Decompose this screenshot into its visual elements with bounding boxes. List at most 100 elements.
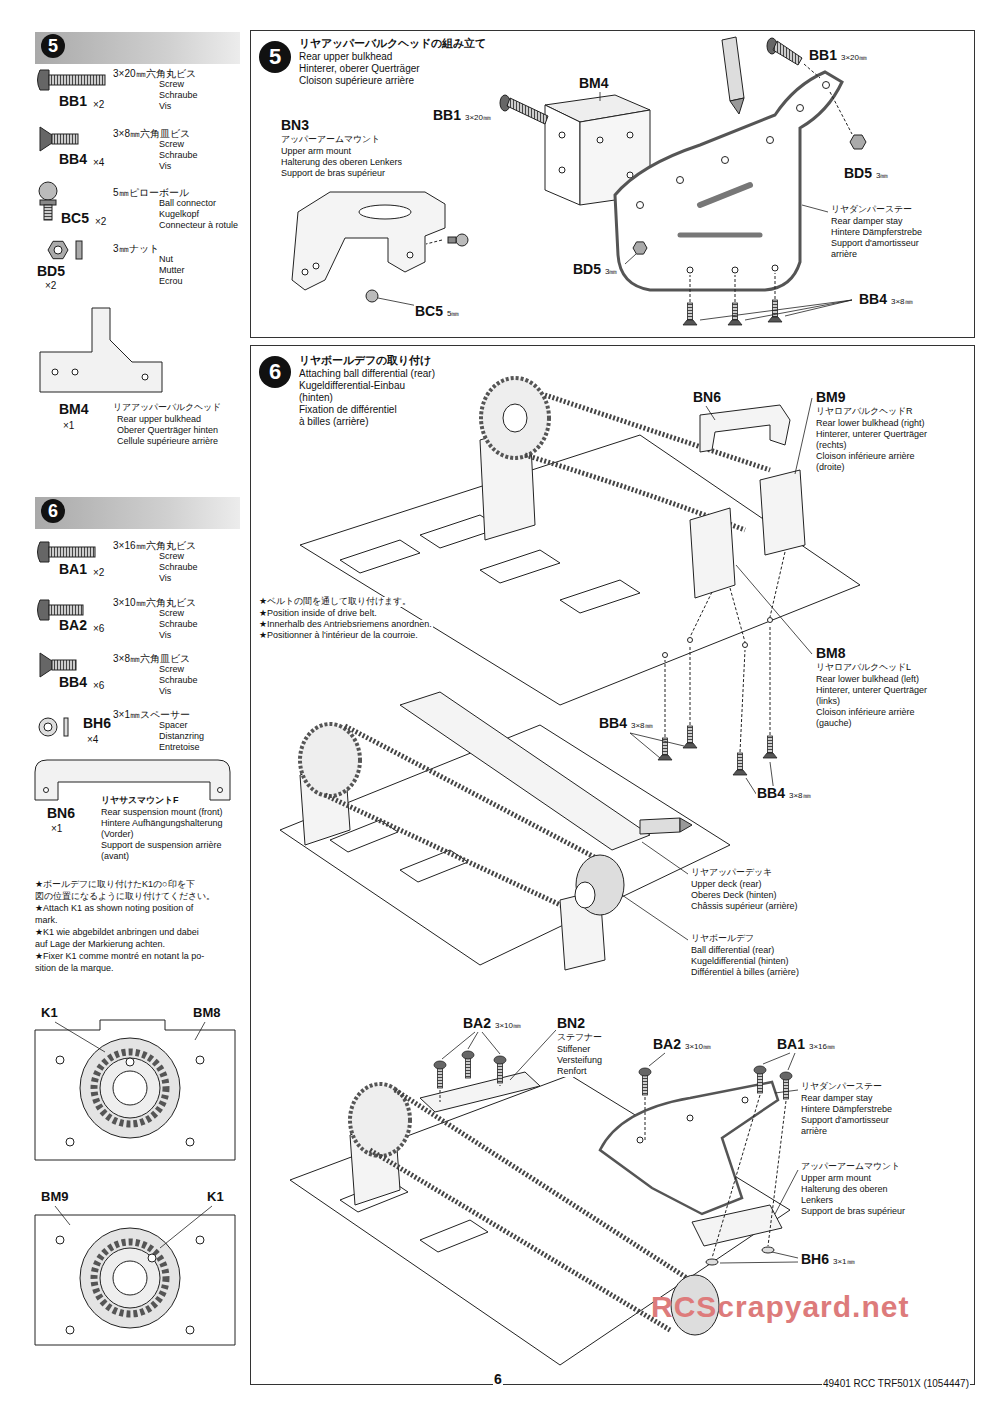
part-code: BN2 — [556, 1016, 586, 1031]
part-label: Hintere Dämpferstrebe — [800, 1105, 893, 1115]
leader-line — [775, 1090, 798, 1093]
part-label: 3×20㎜ — [840, 54, 868, 63]
part-label: リヤボールデフ — [690, 934, 755, 944]
part-label: ×1 — [62, 420, 75, 431]
part-code: 6 — [493, 1372, 503, 1387]
leader-line — [642, 842, 688, 874]
part-label: Oberes Deck (hinten) — [690, 891, 778, 901]
part-label: Schraube — [158, 563, 199, 573]
part-code: BB1 — [432, 108, 462, 123]
part-code: BB1 — [58, 94, 88, 109]
part-label: Mutter — [158, 266, 186, 276]
part-code: リヤサスマウントF — [100, 796, 180, 806]
part-label: 3×16㎜ — [808, 1043, 836, 1052]
part-label: Cellule supérieure arrière — [116, 437, 219, 447]
part-label: arrière — [830, 250, 858, 260]
leader-line — [468, 1032, 478, 1049]
part-label: Différentiel à billes (arrière) — [690, 968, 800, 978]
part-code: BA1 — [776, 1037, 806, 1052]
part-label: ★Fixer K1 comme montré en notant la po- — [34, 952, 205, 962]
leader-line — [788, 1053, 795, 1070]
part-label: Halterung des oberen — [800, 1185, 889, 1195]
part-code: BB4 — [598, 716, 628, 731]
part-code: K1 — [206, 1190, 225, 1204]
part-label: Screw — [158, 80, 185, 90]
part-label: ×2 — [92, 99, 105, 110]
part-label: Cloison inférieure arrière — [815, 452, 916, 462]
part-code: BB4 — [58, 675, 88, 690]
leader-line — [482, 1032, 500, 1054]
leader-line — [630, 733, 684, 746]
step-heading: リヤボールデフの取り付け — [299, 354, 431, 366]
part-code: BA1 — [58, 562, 88, 577]
step-heading: Fixation de différentiel — [299, 404, 397, 415]
watermark: RCScrapyard.net — [650, 1290, 910, 1323]
part-code: BA2 — [652, 1037, 682, 1052]
part-label: ×2 — [94, 216, 107, 227]
part-label: Schraube — [158, 676, 199, 686]
part-label: 3×8㎜ — [630, 722, 654, 731]
part-label: Support d'amortisseur — [830, 239, 920, 249]
part-label: 49401 RCC TRF501X (1054447) — [822, 1378, 970, 1389]
part-label: リアアッパーバルクヘッド — [112, 403, 222, 413]
part-label: 3㎜ — [604, 268, 618, 277]
part-code: K1 — [40, 1006, 59, 1020]
part-label: 3×10㎜ — [494, 1022, 522, 1031]
part-code: BD5 — [843, 166, 873, 181]
part-label: sition de la marque. — [34, 964, 115, 974]
part-label: ★ボールデフに取り付けたK1の○印を下 — [34, 880, 196, 890]
part-label: Vis — [158, 687, 172, 697]
part-label: Schraube — [158, 91, 199, 101]
part-label: (rechts) — [815, 441, 848, 451]
part-code: BC5 — [60, 211, 90, 226]
part-code: BM8 — [192, 1006, 221, 1020]
part-label: ×4 — [92, 157, 105, 168]
part-code: BM8 — [815, 646, 847, 661]
leader-line — [649, 1053, 665, 1066]
part-label: Hinterer, unterer Querträger — [815, 686, 928, 696]
part-code: BA2 — [58, 618, 88, 633]
part-label: 5㎜ — [446, 310, 460, 319]
part-label: Châssis supérieur (arrière) — [690, 902, 799, 912]
part-label: arrière — [800, 1127, 828, 1137]
part-code: BN3 — [280, 118, 310, 133]
leader-line — [378, 298, 418, 306]
part-label: Cloison inférieure arrière — [815, 708, 916, 718]
part-label: Vis — [158, 631, 172, 641]
step-heading: Rear upper bulkhead — [299, 51, 392, 62]
part-label: 3×8㎜ — [890, 298, 914, 307]
part-label: ×4 — [86, 734, 99, 745]
part-label: Vis — [158, 102, 172, 112]
leader-line — [795, 398, 812, 474]
part-label: Entretoise — [158, 743, 201, 753]
leader-line — [55, 1022, 105, 1052]
step-header-band: 6 — [35, 497, 240, 529]
part-label: Renfort — [556, 1067, 588, 1077]
part-label: ステフナー — [556, 1033, 603, 1043]
leader-line — [785, 300, 852, 316]
part-label: 3×8㎜ — [788, 792, 812, 801]
part-label: Ball differential (rear) — [690, 946, 775, 956]
part-label: Oberer Querträger hinten — [116, 426, 219, 436]
part-label: ★ベルトの間を通して取り付けます。 — [258, 597, 412, 607]
part-label: (droite) — [815, 463, 846, 473]
part-label: Spacer — [158, 721, 189, 731]
part-label: ★Position inside of drive belt. — [258, 609, 378, 619]
part-label: アッパーアームマウント — [800, 1162, 901, 1172]
leader-line — [720, 1262, 798, 1263]
part-code: BC5 — [414, 304, 444, 319]
step-heading: (hinten) — [299, 392, 333, 403]
part-label: リヤダンパーステー — [800, 1082, 883, 1092]
step-heading: Kugeldifferential-Einbau — [299, 380, 405, 391]
leader-line — [622, 895, 688, 940]
leader-line — [763, 1053, 790, 1064]
part-code: BB4 — [58, 152, 88, 167]
part-label: Stiffener — [556, 1045, 591, 1055]
part-label: ×1 — [50, 823, 63, 834]
part-label: auf Lage der Markierung achten. — [34, 940, 166, 950]
step-heading: Hinterer, oberer Querträger — [299, 63, 420, 74]
part-label: リヤアッパーデッキ — [690, 868, 773, 878]
part-label: ×6 — [92, 623, 105, 634]
part-code: BN6 — [692, 390, 722, 405]
part-label: (Vorder) — [100, 830, 135, 840]
